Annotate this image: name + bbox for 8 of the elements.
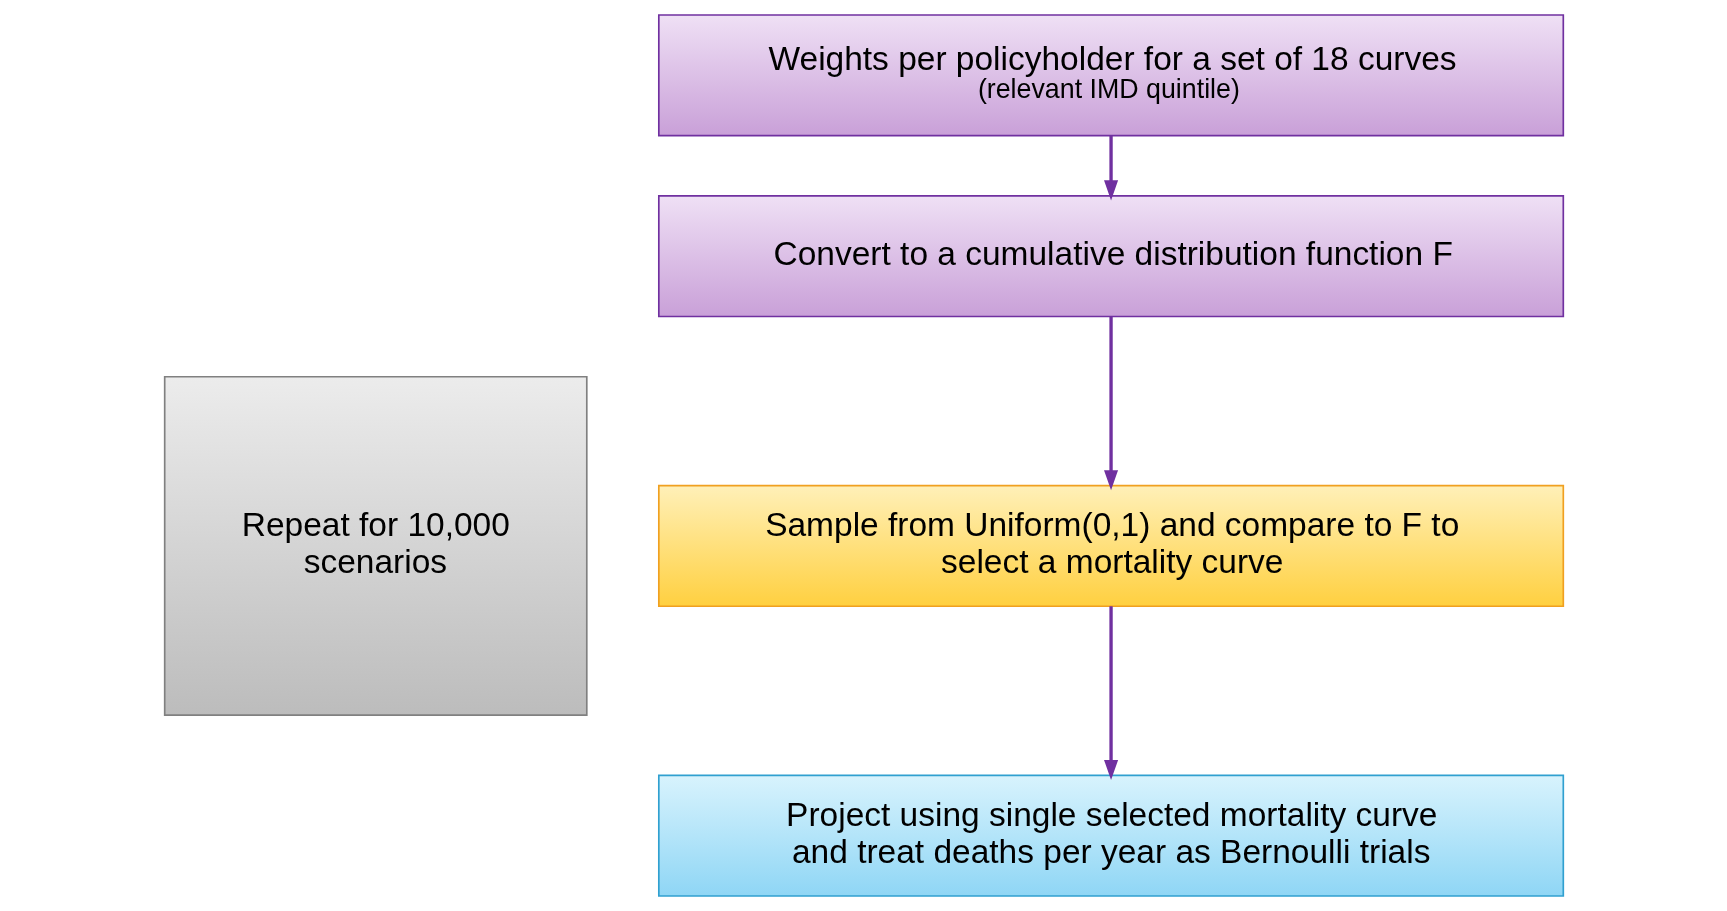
node-box: Weights per policyholder for a set of 18 curves (relevant IMD quintile): [657, 14, 1564, 137]
arrow: [1103, 606, 1118, 781]
arrow: [1103, 135, 1118, 201]
node-box: Project using single selected mortality curve and treat deaths per year as Bernoulli trials: [657, 774, 1564, 897]
node-box: Convert to a cumulative distribution function F: [657, 195, 1564, 318]
node-box: Sample from Uniform(0,1) and compare to F to select a mortality curve: [657, 484, 1564, 608]
node-box: Repeat for 10,000 scenarios: [163, 375, 588, 716]
arrow: [1103, 316, 1118, 491]
